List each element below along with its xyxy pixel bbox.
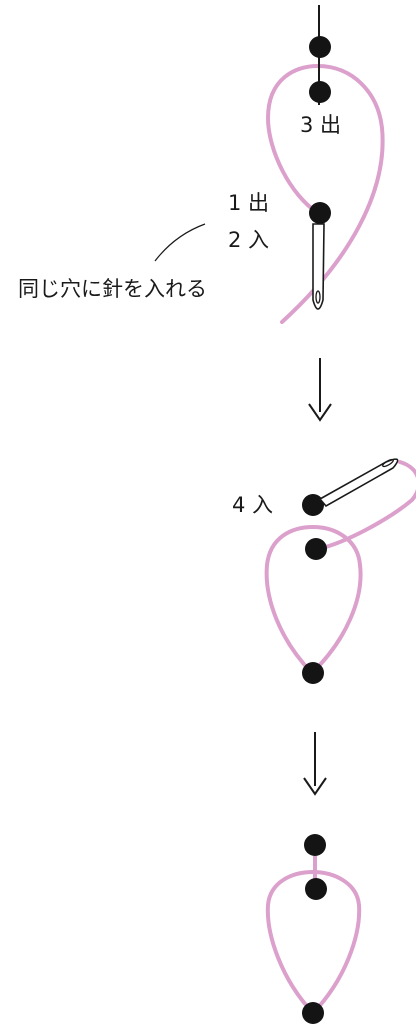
needle-icon bbox=[312, 223, 325, 310]
hole-bottom bbox=[302, 1002, 324, 1024]
hole-mid bbox=[305, 878, 327, 900]
arrow-down-icon bbox=[308, 358, 332, 422]
hole-3 bbox=[309, 81, 331, 103]
thread-loop bbox=[265, 63, 385, 324]
hole-1-2 bbox=[309, 202, 331, 224]
step-1-figure: 3 出 1 出 2 入 同じ穴に針を入れる bbox=[18, 5, 385, 324]
step-3-figure bbox=[265, 834, 362, 1024]
label-4-in: 4 入 bbox=[232, 493, 273, 517]
hole-bottom bbox=[302, 662, 324, 684]
thread-loop bbox=[264, 524, 363, 675]
thread-tail bbox=[316, 460, 416, 551]
arrow-down-icon bbox=[303, 732, 327, 796]
label-1-out: 1 出 bbox=[228, 191, 269, 215]
hole-top bbox=[304, 834, 326, 856]
hole-mid bbox=[305, 538, 327, 560]
needle-icon bbox=[318, 458, 399, 508]
hole-top bbox=[309, 36, 331, 58]
label-3-out: 3 出 bbox=[300, 113, 341, 137]
note-leader-line bbox=[154, 223, 206, 262]
label-2-in: 2 入 bbox=[228, 228, 269, 252]
step-2-figure: 4 入 bbox=[232, 458, 416, 684]
hole-4 bbox=[302, 494, 324, 516]
label-same-hole-note: 同じ穴に針を入れる bbox=[18, 277, 207, 301]
